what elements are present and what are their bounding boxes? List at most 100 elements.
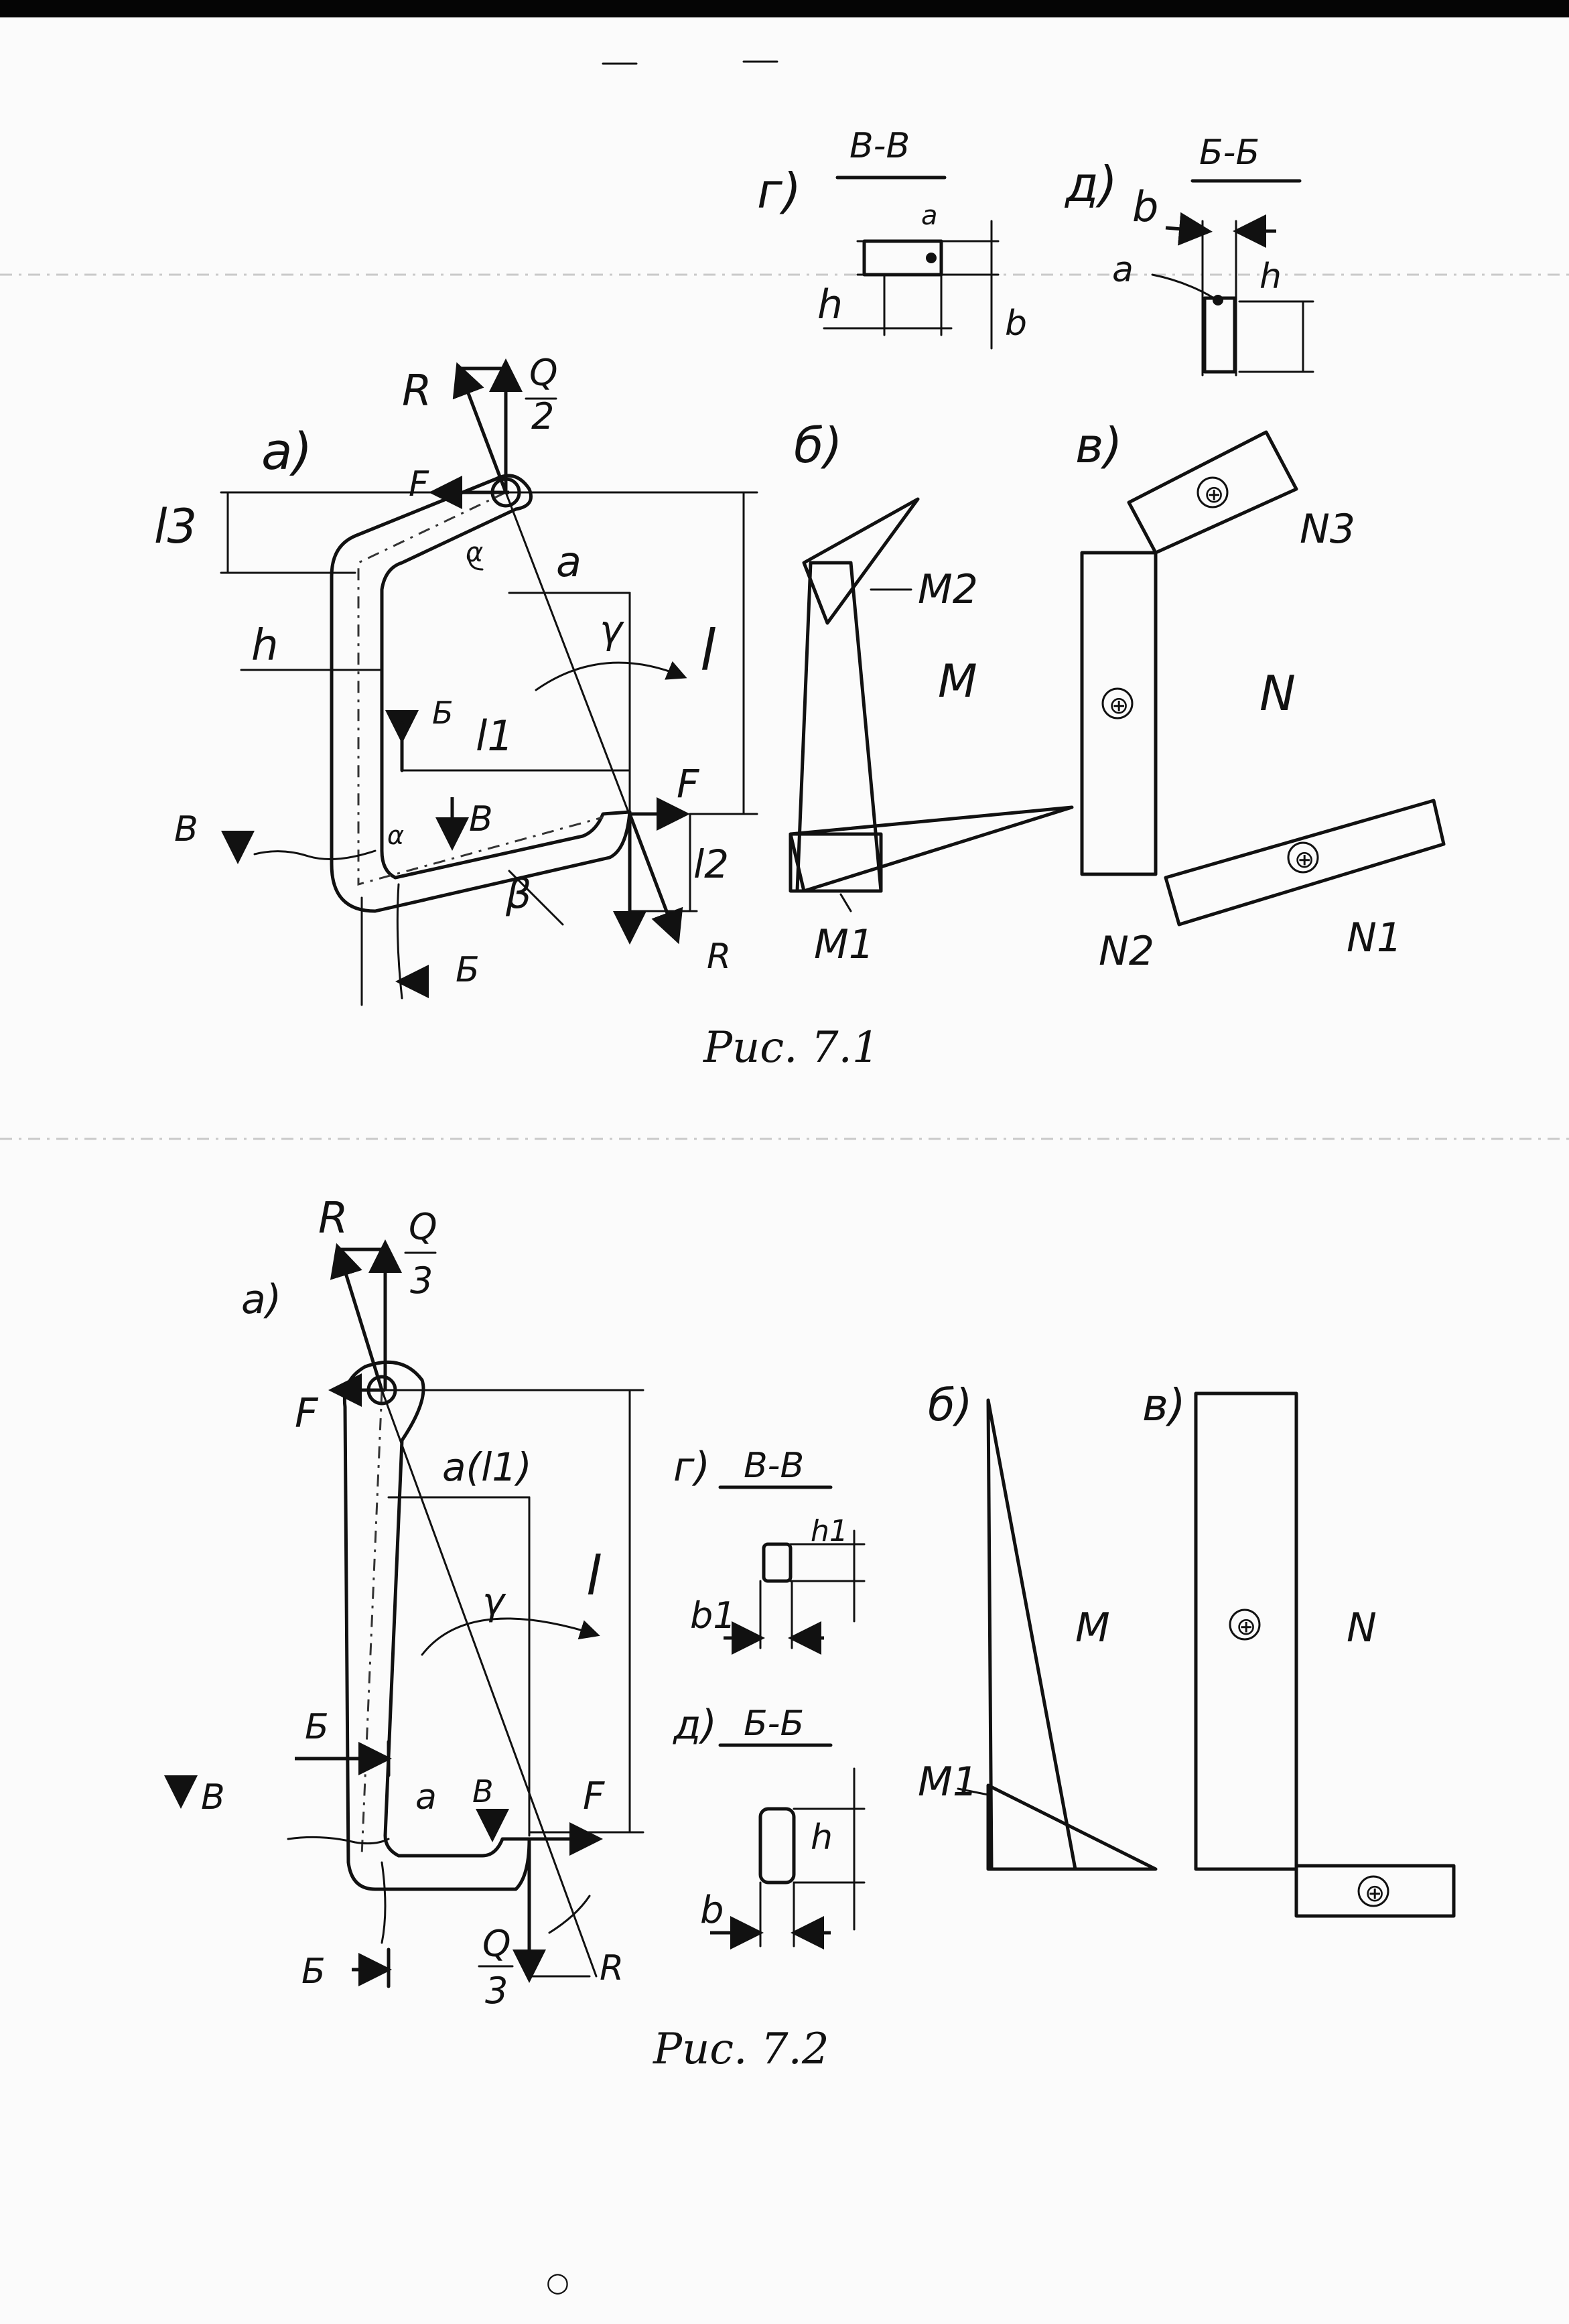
fig2-caption: Рис. 7.2 [653, 2025, 829, 2074]
fig1-l-label: l [700, 618, 715, 683]
fig2-cut-v2: В [472, 1773, 494, 1809]
fig1-R2-label: R [707, 937, 731, 977]
fig1-alpha2-label: α [387, 821, 404, 850]
fig1-l2-label: l2 [693, 841, 729, 887]
fig1-a-label: a [556, 537, 582, 586]
fig2-section-vv-title: В-В [744, 1446, 804, 1486]
fig1-section-bb: д) Б-Б b a h [1064, 133, 1314, 377]
fig2-section-vv: г) В-В h1 b1 [673, 1444, 866, 1655]
fig2-load-divisor: 3 [410, 1259, 433, 1302]
fig1-M1-triangle [789, 805, 1074, 893]
fig2-N-plus: ⊕ [1236, 1613, 1256, 1641]
fig2-sec-d-h: h [811, 1818, 833, 1858]
fig1-panel-b: б) [794, 417, 843, 474]
fig2-a-label: a [415, 1777, 437, 1818]
fig1-normal-diagram: в) ⊕ ⊕ ⊕ N3 N N2 N1 [1075, 417, 1446, 975]
fig1-N1-label: N1 [1347, 914, 1402, 961]
fig1-cut-v2: В [469, 799, 493, 839]
fig1-M2-triangle [802, 497, 920, 625]
fig1-hook-drawing [220, 358, 758, 1006]
fig2-panel-b: б) [928, 1379, 972, 1431]
fig2-hook-drawing [164, 1239, 644, 1988]
fig2-hook-outline [342, 1360, 531, 1891]
fig2-panel-d: д) [673, 1702, 717, 1749]
fig1-load-divisor: 2 [531, 395, 554, 437]
fig2-normal-diagram: в) ⊕ ⊕ N [1142, 1379, 1456, 1918]
fig1-l1-label: l1 [476, 711, 514, 760]
fig1-moment-diagram: б) M2 M M1 [789, 417, 1074, 968]
fig2-panel-v: в) [1142, 1379, 1186, 1431]
fig1-h-label: h [251, 621, 279, 671]
fig2-panel-g: г) [673, 1444, 710, 1491]
fig2-sec-d-b: b [700, 1889, 724, 1932]
fig1-F2-label: F [677, 761, 700, 807]
fig1-M-label: M [938, 655, 977, 708]
page-mark: ○ [546, 2267, 569, 2298]
fig1-beta-label: β [505, 871, 531, 918]
fig1-cut-v1: В [174, 809, 198, 849]
fig2-l-label: l [586, 1545, 601, 1607]
fig1-M1-label: M1 [814, 921, 874, 968]
fig1-F-label: F [409, 464, 429, 504]
fig1-M2-label: M2 [918, 566, 978, 613]
fig2-cut-b1: Б [305, 1707, 329, 1747]
fig1-N1-band [1164, 799, 1446, 927]
fig2-N-rect [1194, 1391, 1298, 1871]
fig1-panel-d: д) [1064, 156, 1117, 212]
fig1-alpha-label: α [466, 537, 483, 568]
fig2-M1-label: M1 [918, 1759, 978, 1805]
fig1-N-label: N [1259, 665, 1296, 722]
fig2-N-band [1294, 1864, 1456, 1918]
fig2-panel-a: а) [241, 1276, 281, 1323]
fig2-load-label-2: Q [482, 1923, 511, 1965]
fig1-panel-v: в) [1075, 417, 1123, 474]
fig1-gamma-label: γ [600, 607, 624, 653]
top-marks [0, 60, 1569, 1140]
fig2-F2-label: F [583, 1775, 605, 1818]
fig1-l3-label: l3 [154, 499, 197, 554]
fig1-sec-d-h: h [1259, 257, 1282, 297]
fig1-N2-rect [1080, 551, 1158, 876]
fig2-section-bb-title: Б-Б [744, 1704, 804, 1744]
fig1-N3-plus: ⊕ [1204, 481, 1224, 508]
fig1-panel-g: г) [757, 163, 801, 219]
fig2-a-l1-label: a(l1) [442, 1444, 532, 1490]
fig1-N1-plus: ⊕ [1294, 846, 1314, 874]
fig1-caption: Рис. 7.1 [703, 1023, 880, 1073]
fig1-sec-g-h: h [817, 281, 843, 328]
fig1-cut-b2: Б [456, 950, 480, 990]
fig2-section-vv-rect [762, 1542, 793, 1583]
fig2-load-divisor-2: 3 [485, 1970, 508, 2012]
fig1-section-vv-title: В-В [849, 126, 910, 166]
fig1-sec-d-a: a [1112, 250, 1134, 290]
fig2-N-label: N [1347, 1604, 1377, 1651]
fig2-cut-b2: Б [301, 1952, 326, 1992]
fig2-cut-v1: В [201, 1777, 225, 1818]
fig1-panel-a: а) [261, 421, 312, 481]
fig1-sec-g-b: b [1005, 303, 1027, 344]
fig2-R-label: R [318, 1194, 348, 1243]
fig1-R-label: R [402, 366, 431, 416]
fig2-M1-triangle [986, 1783, 1158, 1871]
fig1-sec-d-b: b [1132, 182, 1158, 231]
fig2-N-band-plus: ⊕ [1365, 1880, 1385, 1907]
fig2-M-label: M [1075, 1604, 1110, 1651]
fig1-sec-g-a: a [921, 200, 938, 231]
fig1-labels: R Q 2 а) F l3 a α h γ l Б l1 F В В α β l… [154, 352, 731, 990]
fig1-N2-plus: ⊕ [1109, 692, 1129, 720]
fig1-N3-band [1127, 430, 1298, 555]
fig1-section-bb-title: Б-Б [1199, 133, 1259, 173]
fig2-section-bb: д) Б-Б h b [673, 1702, 866, 1950]
fig1-section-bb-rect [1203, 296, 1237, 374]
fig2-load-label: Q [409, 1206, 437, 1248]
fig2-M-triangle [986, 1398, 1077, 1871]
fig2-section-bb-rect [758, 1807, 796, 1885]
fig2-F-label: F [295, 1390, 319, 1437]
scan-top-edge [0, 0, 1569, 17]
fig2-moment-diagram: б) M M1 [918, 1379, 1158, 1871]
fig1-load-label: Q [529, 352, 558, 394]
fig1-cut-b1: Б [432, 695, 454, 731]
fig2-R2-label: R [600, 1948, 624, 1988]
